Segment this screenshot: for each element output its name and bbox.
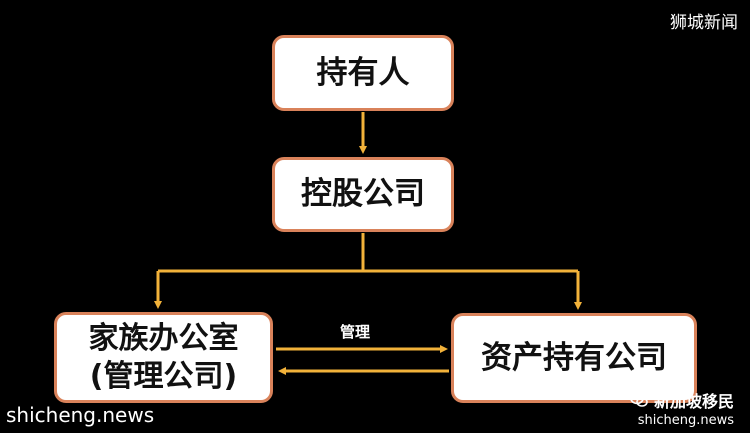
watermark-bottom-left: shicheng.news <box>6 403 155 427</box>
node-holder: 持有人 <box>272 35 454 111</box>
node-family-office: 家族办公室 (管理公司) <box>54 312 273 403</box>
node-family-office-label-line1: 家族办公室 <box>88 321 239 356</box>
node-asset-company: 资产持有公司 <box>451 313 697 403</box>
watermark-bottom-right: 新加坡移民 shicheng.news <box>584 388 734 428</box>
node-family-office-label-line2: (管理公司) <box>89 358 238 394</box>
node-holding-company-label: 控股公司 <box>301 176 425 213</box>
watermark-top-right: 狮城新闻 <box>670 13 738 33</box>
watermark-bottom-right-sub: shicheng.news <box>637 413 734 428</box>
node-holder-label: 持有人 <box>316 54 410 91</box>
watermark-bottom-right-title: 新加坡移民 <box>653 392 734 411</box>
edge-label-manage: 管理 <box>340 323 371 341</box>
node-holding-company: 控股公司 <box>272 157 454 232</box>
node-asset-company-label: 资产持有公司 <box>481 339 667 376</box>
watermark-bottom-right-title-row: 新加坡移民 <box>584 388 734 412</box>
wechat-icon <box>630 392 648 407</box>
